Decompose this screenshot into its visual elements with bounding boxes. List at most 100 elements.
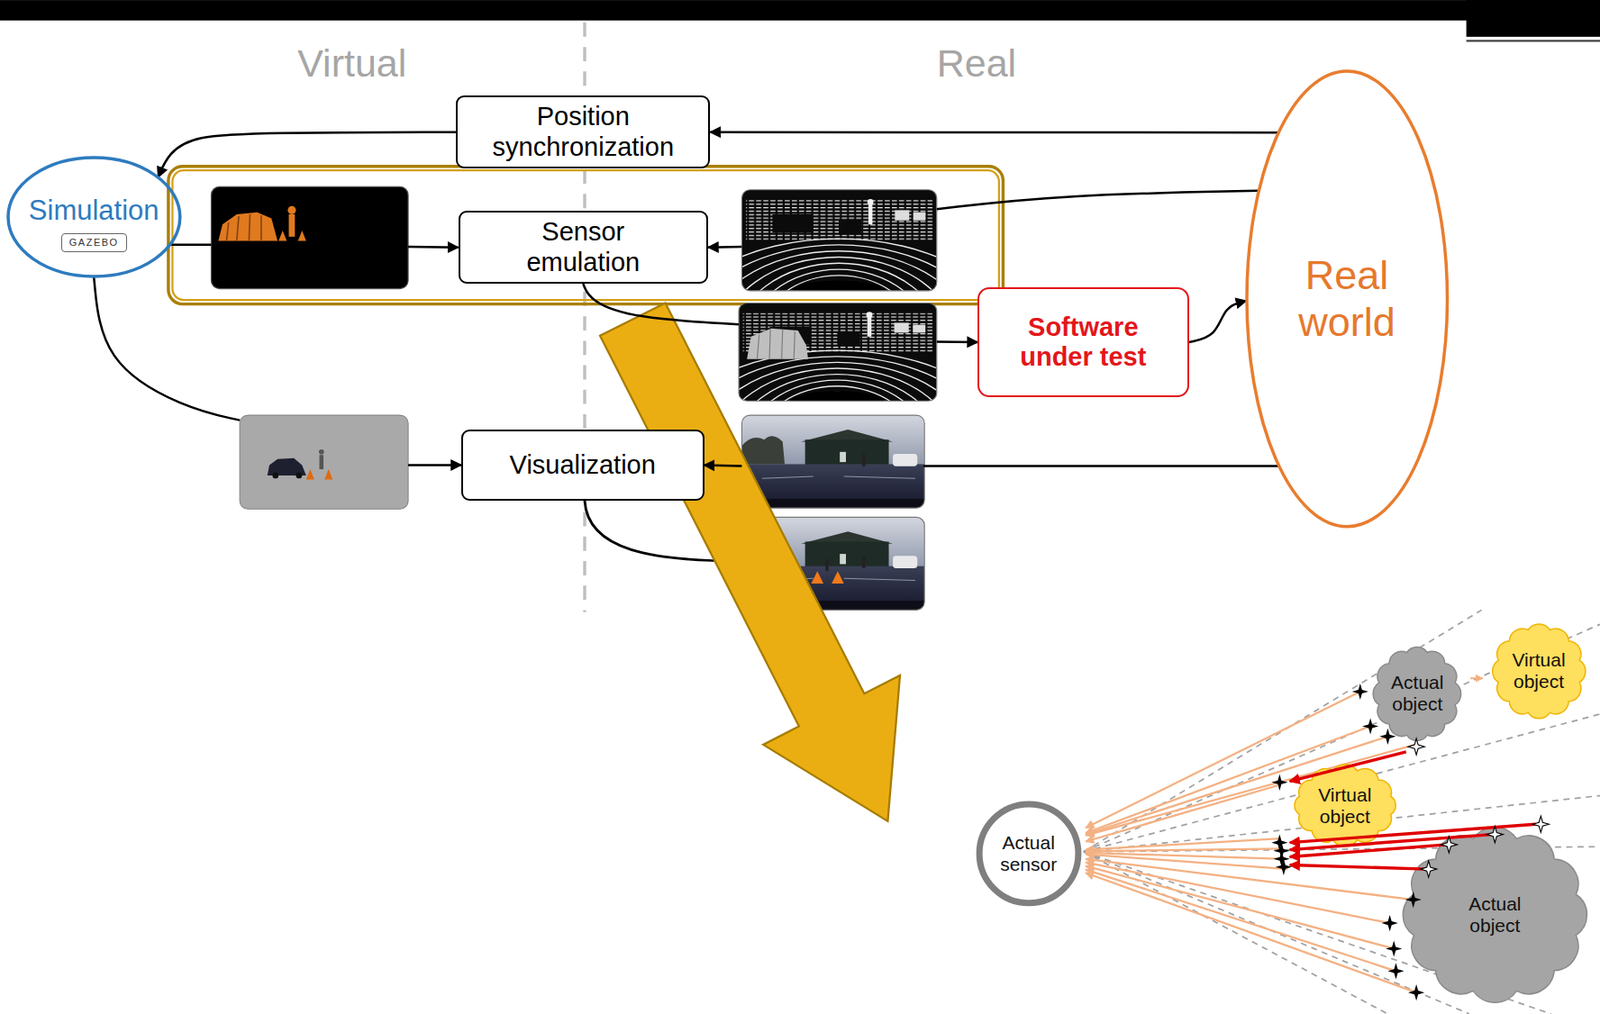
text-stack: Position synchronization: [470, 101, 696, 163]
flow-arrow: [1189, 300, 1247, 343]
return-ray: [1085, 870, 1396, 973]
cloud-outline: [1294, 764, 1396, 847]
return-ray: [1085, 691, 1417, 993]
point-star: [1385, 940, 1402, 957]
slide-frame: [0, 0, 1600, 41]
simulation-ellipse: SimulationGAZEBO: [6, 155, 182, 279]
node-label: Actual sensor: [988, 832, 1070, 876]
augmented-camera-image: [831, 571, 845, 584]
flow-arrow: [93, 277, 462, 466]
node-label: Sensor emulation: [492, 217, 673, 278]
flow-arrow: [704, 464, 1280, 466]
process-box: Sensor emulation: [458, 210, 710, 284]
simulation-view-image: [239, 415, 409, 510]
flow-arrow: [709, 130, 1278, 134]
slide-frame: [1466, 0, 1600, 37]
point-star: [1352, 683, 1369, 700]
shift-arrow: [1290, 835, 1492, 851]
sensor-ray: [1083, 609, 1600, 1014]
text-stack: Sensor emulation: [492, 217, 673, 278]
simulated-lidar-image: [210, 186, 409, 289]
text-stack: Software under test: [997, 312, 1169, 373]
point-star: [1275, 859, 1292, 876]
flow-arrow: [158, 132, 457, 178]
node-label: Visualization: [509, 450, 656, 481]
point-star: [1408, 984, 1425, 1001]
simulated-lidar-image: [289, 214, 296, 237]
simulation-view-image: [306, 469, 315, 480]
flow-arrow: [582, 283, 978, 343]
slide-frame: [1466, 39, 1600, 42]
return-ray: [1085, 872, 1417, 993]
point-star: [1271, 683, 1425, 1001]
node-label: Virtual object: [1502, 649, 1575, 693]
simulated-lidar-image: [298, 230, 307, 241]
point-star: [1362, 718, 1379, 735]
real-camera-image: [741, 415, 925, 509]
sensor-circle: Actual sensor: [975, 800, 1082, 908]
node-label: Actual object: [1381, 672, 1454, 716]
point-star: [1271, 835, 1288, 852]
text-stack: Real world: [1279, 252, 1415, 346]
simulation-view-image: [324, 469, 333, 480]
sensor-ray: [1083, 624, 1600, 853]
node-label: Actual object: [1458, 893, 1531, 937]
node-label: Real world: [1279, 252, 1415, 346]
shift-arrow: [1290, 752, 1537, 870]
simulated-lidar-image: [210, 186, 409, 289]
point-star: [1273, 843, 1291, 860]
object-cloud: Actual object: [1390, 816, 1600, 1014]
augmented-camera-image: [810, 571, 824, 584]
region-label: Virtual: [297, 41, 407, 86]
return-ray: [1085, 866, 1394, 950]
slide-frame: [0, 0, 1600, 21]
point-star: [1271, 774, 1288, 791]
object-cloud: Virtual object: [1482, 614, 1596, 729]
simulation-view-image: [319, 454, 325, 470]
node-label: Virtual object: [1309, 784, 1382, 828]
shift-arrow: [1290, 845, 1447, 858]
object-cloud: Actual object: [1363, 636, 1471, 752]
ellipse-outline: [1246, 71, 1448, 528]
simulated-lidar-image: [287, 206, 296, 215]
moved-point-star: [1420, 861, 1437, 878]
node-label: Software under test: [997, 312, 1169, 373]
point-star: [1379, 728, 1396, 746]
return-ray: [1085, 863, 1391, 924]
text-stack: Virtual object: [1309, 784, 1382, 828]
return-ray: [1085, 848, 1283, 852]
node-label: Simulation: [28, 193, 160, 228]
cloud-outline: [1402, 827, 1587, 1004]
node-label: Position synchronization: [470, 101, 696, 163]
simulated-lidar-image: [226, 214, 262, 241]
ellipse-outline: [8, 157, 181, 277]
emulated-lidar-image: [756, 329, 795, 360]
text-stack: Actual object: [1458, 893, 1531, 937]
point-star: [1381, 915, 1399, 932]
moved-point-star: [1486, 827, 1503, 844]
sensor-ring: [979, 804, 1079, 904]
text-stack: Virtual object: [1502, 649, 1575, 693]
return-ray: [1085, 785, 1278, 842]
cloud-outline: [1491, 624, 1585, 719]
object-cloud: Virtual object: [1282, 756, 1408, 855]
simulated-lidar-image: [278, 230, 287, 241]
moved-point-star: [1408, 738, 1425, 755]
return-ray: [1085, 736, 1388, 836]
simulation-view-image: [295, 472, 302, 479]
flow-arrow: [1470, 677, 1483, 680]
moved-point-star: [1532, 816, 1549, 833]
sensor-ray: [1083, 852, 1389, 1014]
return-ray: [1085, 745, 1416, 837]
point-star: [1387, 963, 1404, 980]
simulated-lidar-image: [218, 212, 278, 242]
text-stack: Actual sensor: [988, 832, 1070, 876]
text-stack: SimulationGAZEBO: [28, 193, 160, 253]
region-label: Real: [936, 41, 1017, 86]
point-star: [1273, 851, 1291, 868]
text-stack: Visualization: [509, 450, 656, 481]
shift-arrow: [1290, 824, 1537, 843]
